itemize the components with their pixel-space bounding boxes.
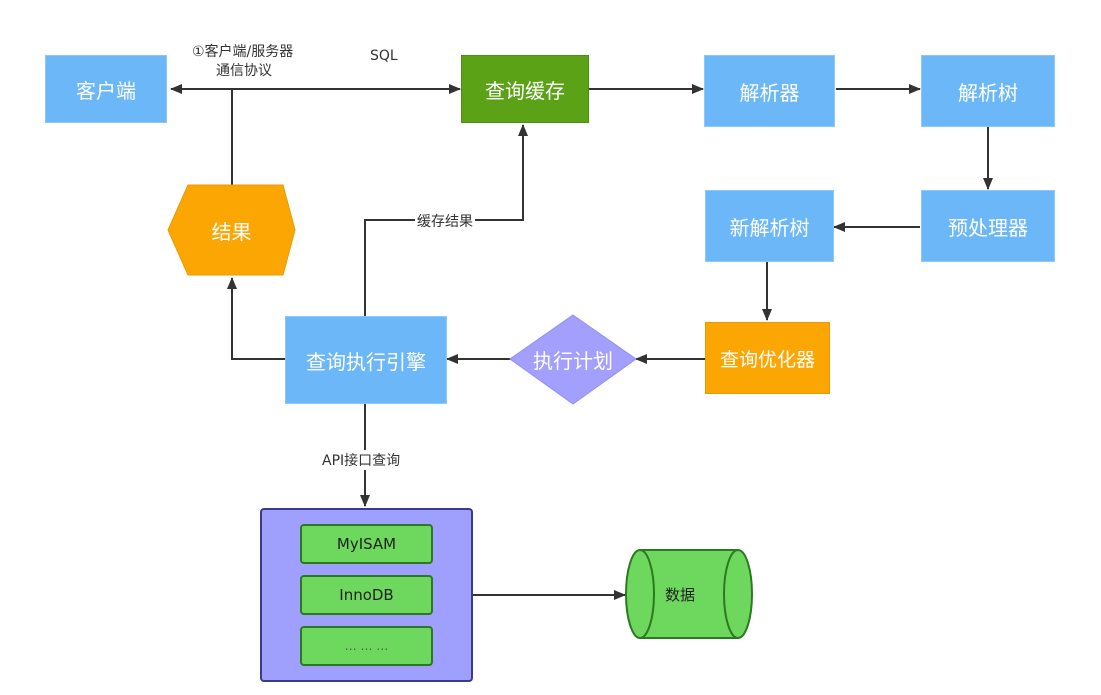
preprocessor-label: 预处理器 xyxy=(948,215,1028,240)
engine-myisam: MyISAM xyxy=(300,524,433,564)
data-label: 数据 xyxy=(664,585,695,604)
execution-plan-diamond xyxy=(509,314,637,405)
preprocessor-node: 预处理器 xyxy=(921,190,1055,262)
client-node: 客户端 xyxy=(45,55,167,123)
parser-label: 解析器 xyxy=(739,80,800,105)
query-cache-node: 查询缓存 xyxy=(461,55,589,123)
protocol-label-line2: 通信协议 xyxy=(216,63,272,79)
protocol-label-line1: ①客户端/服务器 xyxy=(192,44,294,60)
query-execution-engine-node: 查询执行引擎 xyxy=(285,316,447,404)
api-query-label: API接口查询 xyxy=(320,450,403,470)
engine-innodb: InnoDB xyxy=(300,575,433,615)
parser-node: 解析器 xyxy=(704,55,835,127)
execution-plan-label: 执行计划 xyxy=(533,349,613,373)
parse-tree-node: 解析树 xyxy=(921,55,1055,127)
query-execution-engine-label: 查询执行引擎 xyxy=(306,349,426,374)
data-cylinder xyxy=(625,549,753,639)
new-parse-tree-node: 新解析树 xyxy=(705,190,834,262)
query-optimizer-node: 查询优化器 xyxy=(705,322,830,394)
result-label: 结果 xyxy=(211,219,252,244)
new-parse-tree-label: 新解析树 xyxy=(729,215,810,240)
cache-result-label: 缓存结果 xyxy=(415,211,475,231)
parse-tree-label: 解析树 xyxy=(958,80,1018,105)
sql-label: SQL xyxy=(370,48,398,64)
edge-engine-result xyxy=(227,277,285,360)
engine-other: … … … xyxy=(300,626,433,666)
query-optimizer-label: 查询优化器 xyxy=(719,348,815,371)
result-hexagon xyxy=(167,184,296,276)
query-cache-label: 查询缓存 xyxy=(485,78,565,103)
storage-engine-container: MyISAM InnoDB … … … xyxy=(260,508,473,682)
client-label: 客户端 xyxy=(76,78,136,103)
